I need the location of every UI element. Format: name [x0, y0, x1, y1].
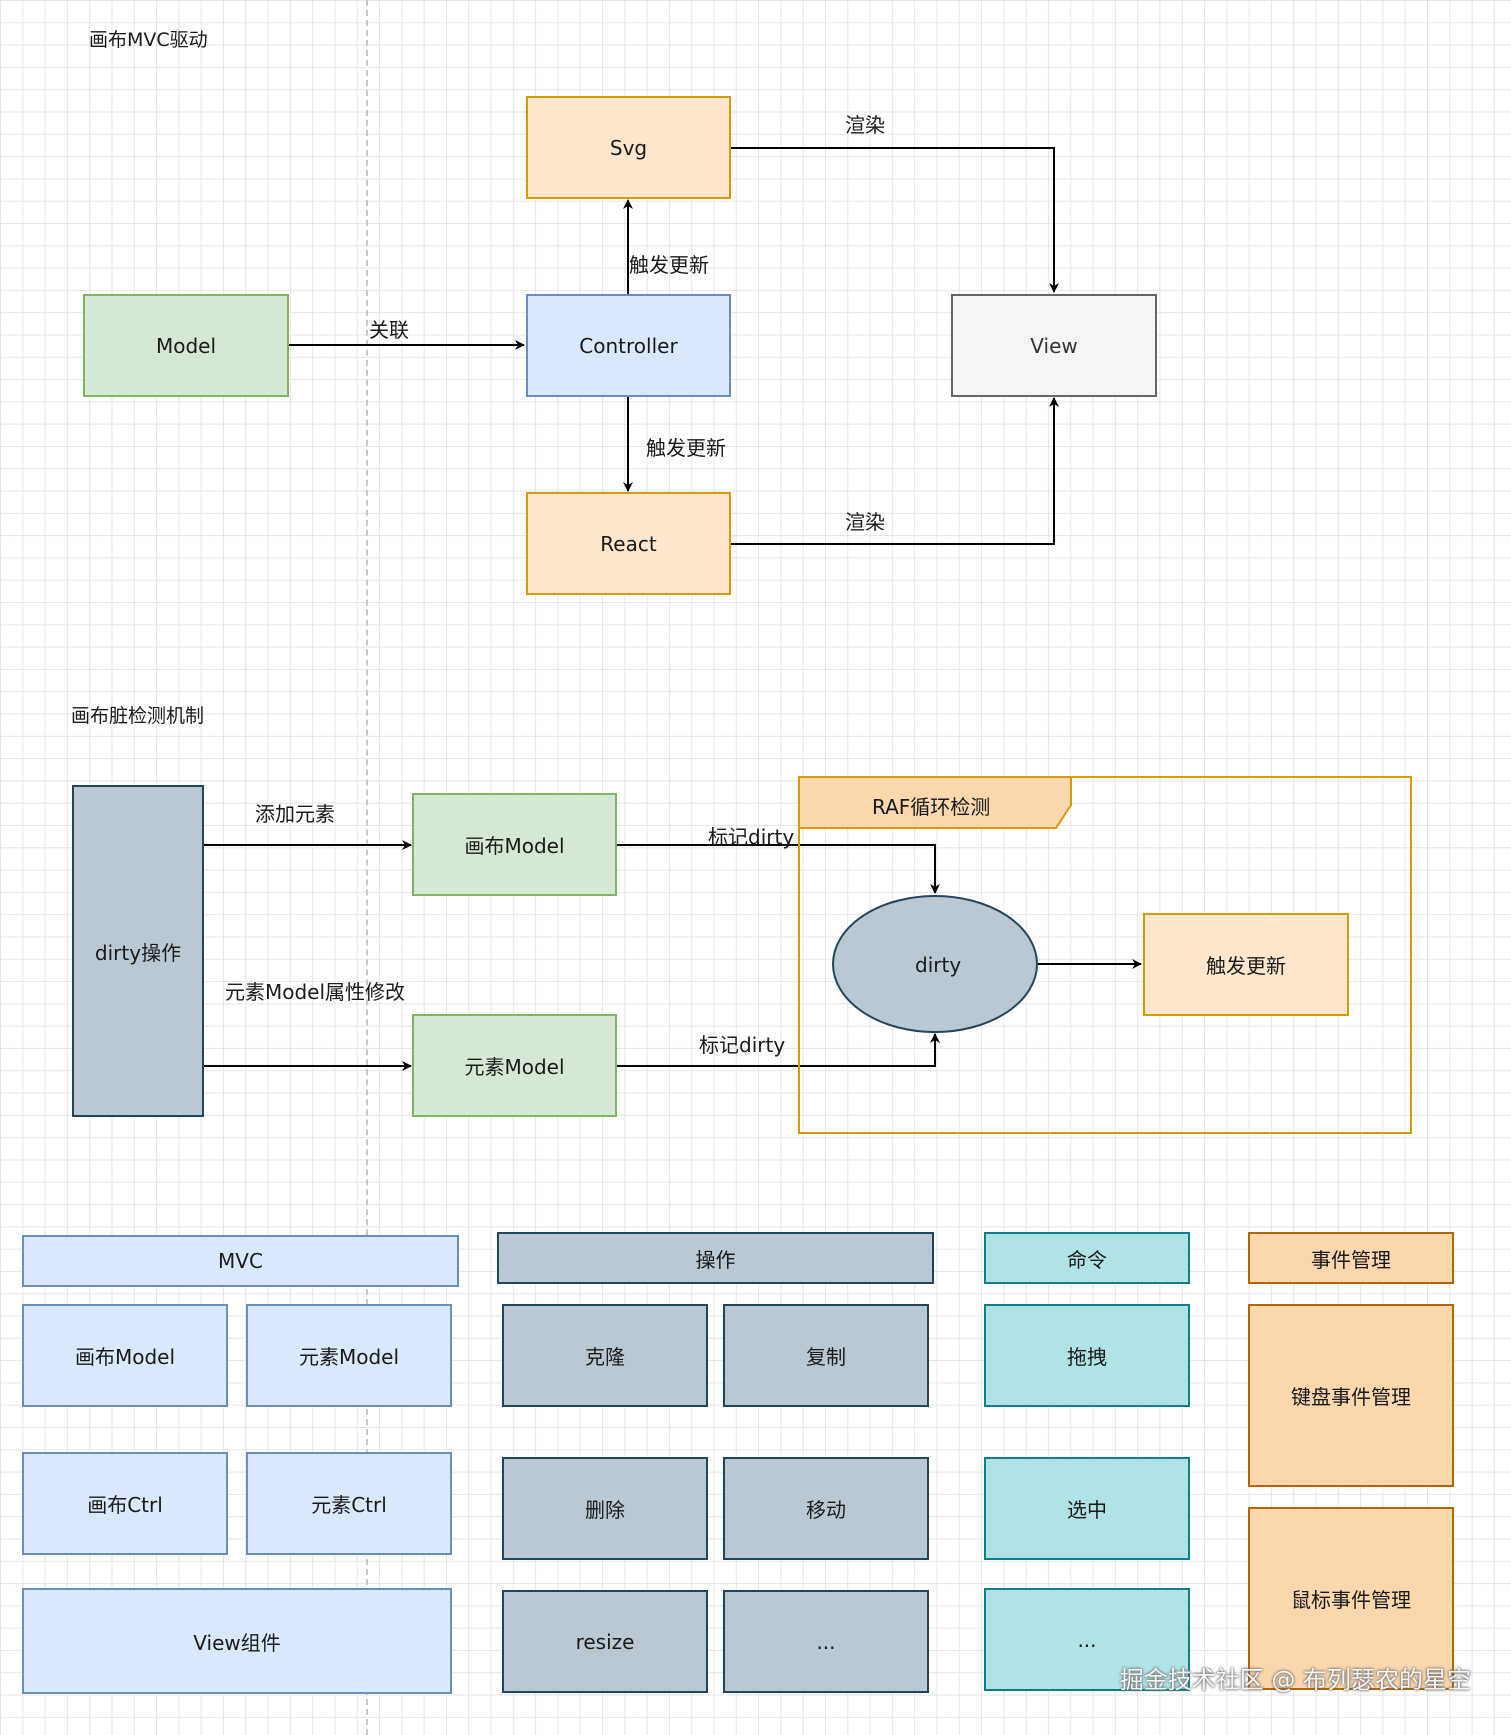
ops-item: resize [502, 1590, 708, 1693]
svg-node-label: Svg [609, 135, 648, 160]
edge-label-trigger-down: 触发更新 [646, 436, 726, 460]
ops-item: 删除 [502, 1457, 708, 1560]
trigger-update-label: 触发更新 [1206, 954, 1286, 978]
ops-item: 克隆 [502, 1304, 708, 1407]
ops-item-label: resize [575, 1629, 635, 1654]
ops-item: 复制 [723, 1304, 929, 1407]
watermark: 掘金技术社区 @ 布列瑟农的星空 [1119, 1666, 1471, 1694]
ops-item-label: 删除 [585, 1498, 625, 1522]
element-model-label: 元素Model [464, 1055, 565, 1079]
section-title-dirty: 画布脏检测机制 [71, 705, 205, 727]
event-item: 鼠标事件管理 [1248, 1507, 1454, 1690]
command-item-label: 拖拽 [1067, 1345, 1107, 1369]
command-item-label: 选中 [1067, 1498, 1107, 1522]
dirty-label: dirty [915, 953, 962, 977]
edge-label-render-top: 渲染 [845, 113, 885, 137]
command-item: 选中 [984, 1457, 1190, 1560]
edge-label-mark-dirty-2: 标记dirty [699, 1033, 786, 1057]
edge-label-mark-dirty-1: 标记dirty [708, 825, 795, 849]
ops-item: ... [723, 1590, 929, 1693]
mvc-item: 画布Ctrl [22, 1452, 228, 1555]
ops-header-label: 操作 [695, 1247, 736, 1272]
ops-item-label: ... [816, 1629, 836, 1654]
edge-label-element-modify: 元素Model属性修改 [225, 980, 406, 1004]
controller-node: Controller [526, 294, 731, 397]
mvc-item: 元素Model [246, 1304, 452, 1407]
canvas-model-label: 画布Model [464, 834, 565, 858]
mvc-item-label: 画布Ctrl [87, 1493, 163, 1517]
edge-react-to-view [731, 397, 1059, 545]
event-item-label: 鼠标事件管理 [1291, 1588, 1411, 1612]
canvas-model-node: 画布Model [412, 793, 617, 896]
commands-header: 命令 [984, 1232, 1190, 1284]
dashed-divider [366, 0, 368, 1735]
mvc-item: 画布Model [22, 1304, 228, 1407]
mvc-item-wide: View组件 [22, 1588, 452, 1694]
element-model-node: 元素Model [412, 1014, 617, 1117]
model-node-label: Model [155, 333, 217, 358]
events-header: 事件管理 [1248, 1232, 1454, 1284]
dirty-ellipse [832, 895, 1038, 1033]
command-item: 拖拽 [984, 1304, 1190, 1407]
edge-label-render-bottom: 渲染 [845, 510, 885, 534]
ops-item-label: 复制 [806, 1345, 846, 1369]
edge-label-add-element: 添加元素 [255, 802, 335, 826]
edge-canvasmodel-to-dirty [617, 844, 940, 894]
view-node: View [951, 294, 1157, 397]
ops-header: 操作 [497, 1232, 934, 1284]
command-item-label: ... [1077, 1627, 1097, 1652]
command-item: ... [984, 1588, 1190, 1691]
react-node: React [526, 492, 731, 595]
mvc-item-label: 元素Model [298, 1345, 400, 1369]
commands-header-label: 命令 [1067, 1247, 1107, 1272]
mvc-header: MVC [22, 1235, 459, 1287]
section-title-mvc: 画布MVC驱动 [89, 29, 208, 51]
mvc-item-label: View组件 [193, 1630, 281, 1655]
edge-label-trigger-up: 触发更新 [629, 253, 709, 277]
model-node: Model [83, 294, 289, 397]
raf-frame [798, 776, 1412, 1134]
events-header-label: 事件管理 [1311, 1247, 1391, 1272]
ops-item: 移动 [723, 1457, 929, 1560]
edge-label-associate: 关联 [369, 318, 409, 342]
event-item: 键盘事件管理 [1248, 1304, 1454, 1487]
edge-elementmodel-to-dirty [617, 1033, 940, 1067]
raf-tab [798, 776, 1072, 829]
trigger-update-node: 触发更新 [1143, 913, 1349, 1016]
edge-svg-to-view [731, 147, 1059, 293]
mvc-item: 元素Ctrl [246, 1452, 452, 1555]
view-node-label: View [1030, 333, 1078, 358]
mvc-header-label: MVC [218, 1249, 263, 1273]
ops-item-label: 克隆 [585, 1345, 625, 1369]
ops-item-label: 移动 [806, 1498, 846, 1522]
controller-node-label: Controller [579, 333, 678, 358]
svg-node: Svg [526, 96, 731, 199]
mvc-item-label: 画布Model [74, 1345, 176, 1369]
dirty-op-node: dirty操作 [72, 785, 204, 1117]
event-item-label: 键盘事件管理 [1291, 1385, 1411, 1409]
dirty-op-label: dirty操作 [94, 940, 182, 965]
react-node-label: React [600, 531, 657, 556]
raf-label: RAF循环检测 [872, 795, 991, 819]
mvc-item-label: 元素Ctrl [311, 1493, 387, 1517]
